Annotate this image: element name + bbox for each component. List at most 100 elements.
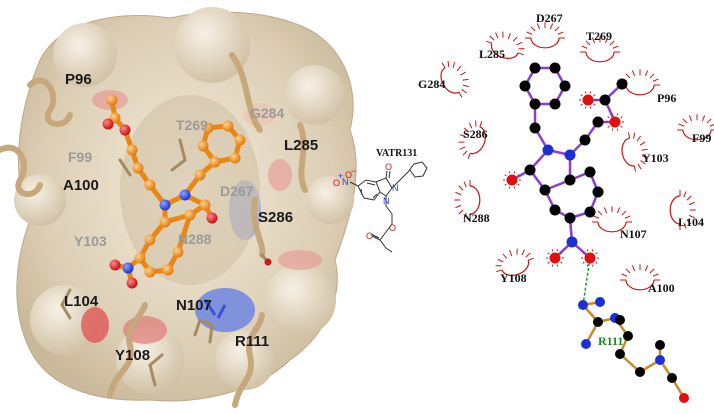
- atom-contact-spike: [608, 126, 610, 127]
- atom-ester-o1: O: [389, 223, 396, 233]
- atom-contact-spike: [561, 262, 563, 263]
- atom-contact-spike: [594, 104, 596, 105]
- label-L285-2d: L285: [479, 47, 505, 61]
- hydrophobic-arc-tick: [632, 265, 634, 271]
- hydrophobic-arc-tick: [460, 72, 465, 75]
- hydrophobic-arc-tick: [558, 32, 564, 34]
- ligand-2d-atom: [565, 175, 576, 186]
- hydrophobic-arc-tick: [520, 250, 525, 255]
- hydrophobic-arc-tick: [640, 142, 646, 145]
- ligand-2d-atom: [525, 165, 536, 176]
- hydrophobic-arc-tick: [613, 46, 619, 48]
- hydrophobic-arc-tick: [629, 132, 630, 138]
- ligand-2d-atom: [520, 81, 531, 92]
- hydrophobic-arc-tick: [496, 264, 502, 268]
- hydrophobic-arc-tick: [604, 207, 606, 213]
- atom-ring-n1: N: [383, 196, 390, 206]
- hydrophobic-arc-tick: [625, 216, 631, 218]
- residue-atom: [615, 349, 625, 359]
- ligand-3d-atom: [127, 145, 138, 156]
- ligand-2d-atom: [585, 253, 596, 264]
- molecule-bonds: [350, 162, 427, 252]
- hydrophobic-arc-tick: [650, 74, 654, 78]
- atom-contact-spike: [552, 265, 553, 267]
- label-P96: P96: [65, 71, 92, 88]
- atom-contact-spike: [621, 117, 623, 118]
- ligand-3d-atom: [133, 163, 144, 174]
- hydrophobic-arc-tick: [702, 115, 704, 121]
- ligand-2d-diagram: [503, 63, 628, 267]
- label-L285: L285: [284, 137, 318, 154]
- ligand-2d-atom: [550, 99, 561, 110]
- ligand-2d-atom: [610, 117, 621, 128]
- atom-contact-spike: [509, 171, 510, 173]
- label-F99: F99: [68, 149, 92, 165]
- binding-pocket-3d-view: P96 F99 A100 Y103 L104 Y108 N107 R111 T2…: [0, 7, 356, 405]
- residue-atom: [655, 355, 665, 365]
- protein-surface: [14, 7, 356, 401]
- hydrophobic-arc-tick: [617, 207, 619, 213]
- ligand-2d-atom: [530, 63, 541, 74]
- atom-contact-spike: [612, 113, 613, 115]
- label-P96-2d: P96: [657, 91, 676, 105]
- hydrophobic-arc-curve: [586, 52, 614, 62]
- hydrophobic-arc-tick: [518, 53, 524, 55]
- hydrophobic-arc-tick: [650, 269, 654, 273]
- atom-contact-spike: [617, 129, 618, 131]
- atom-contact-spike: [518, 184, 520, 185]
- ligand-3d-atom: [163, 265, 174, 276]
- hydrophobic-arc-tick: [489, 36, 495, 40]
- ligand-3d-atom: [200, 200, 211, 211]
- atom-contact-spike: [509, 187, 510, 189]
- ligand-3d-atom: [107, 95, 118, 106]
- interaction-map-2d: R111 D267 T269 L285 G284 P96 S286 F99 Y1…: [418, 11, 714, 403]
- atom-contact-spike: [585, 107, 586, 109]
- hydrophobic-arc-tick: [634, 166, 635, 172]
- ligand-2d-atom: [540, 185, 551, 196]
- atom-contact-spike: [557, 265, 558, 267]
- hydrophobic-arc-tick: [528, 258, 534, 260]
- atom-ester-o2: O: [366, 231, 373, 241]
- atom-contact-spike: [621, 126, 623, 127]
- hydrophobic-arc-tick: [480, 121, 482, 127]
- label-A100: A100: [63, 177, 99, 194]
- atom-contact-spike: [585, 91, 586, 93]
- label-Y103: Y103: [74, 233, 107, 249]
- hydrophobic-arc-tick: [463, 83, 469, 89]
- atom-contact-spike: [612, 129, 613, 131]
- ligand-2d-atom: [560, 81, 571, 92]
- hydrophobic-arc-tick: [636, 136, 641, 141]
- label-Y108: Y108: [115, 347, 150, 364]
- hydrophobic-arc-tick: [707, 119, 711, 123]
- ligand-3d-atom: [145, 235, 156, 246]
- ligand-3d-atom: [235, 135, 246, 146]
- hydrophobic-arc-tick: [689, 115, 691, 121]
- ligand-2d-atom: [565, 150, 576, 161]
- ligand-2d-atom: [593, 117, 604, 128]
- residue-atom: [578, 300, 588, 310]
- label-Y108-2d: Y108: [500, 271, 527, 285]
- hydrophobic-arc-tick: [456, 66, 462, 71]
- atom-carbonyl-o: O: [385, 162, 392, 172]
- label-N107: N107: [176, 297, 212, 314]
- hydrophobic-arc-tick: [683, 119, 687, 123]
- hydrophobic-arc-curve: [626, 85, 654, 95]
- atom-contact-spike: [505, 184, 507, 185]
- ligand-2d-atom: [617, 79, 628, 90]
- molecule-name: VATR131: [376, 148, 417, 159]
- hydrophobic-arc-tick: [626, 269, 630, 273]
- hydrophobic-arc-tick: [679, 124, 685, 126]
- ligand-3d-atom: [230, 153, 241, 164]
- atom-contact-spike: [581, 95, 583, 96]
- hydrophobic-arc-tick: [510, 250, 512, 256]
- hydrophobic-arc-tick: [503, 253, 507, 259]
- ligand-3d-atom: [135, 253, 146, 264]
- hydrophobic-arc-tick: [626, 74, 630, 78]
- hydrophobic-arc-tick: [531, 27, 535, 31]
- hydrophobic-arc-tick: [645, 70, 647, 76]
- side-chain-oxygen: [265, 259, 272, 266]
- ligand-3d-atom: [160, 217, 171, 228]
- ligand-2d-atom: [585, 207, 596, 218]
- hydrogen-bond: [583, 258, 590, 305]
- ligand-3d-atom: [120, 125, 131, 136]
